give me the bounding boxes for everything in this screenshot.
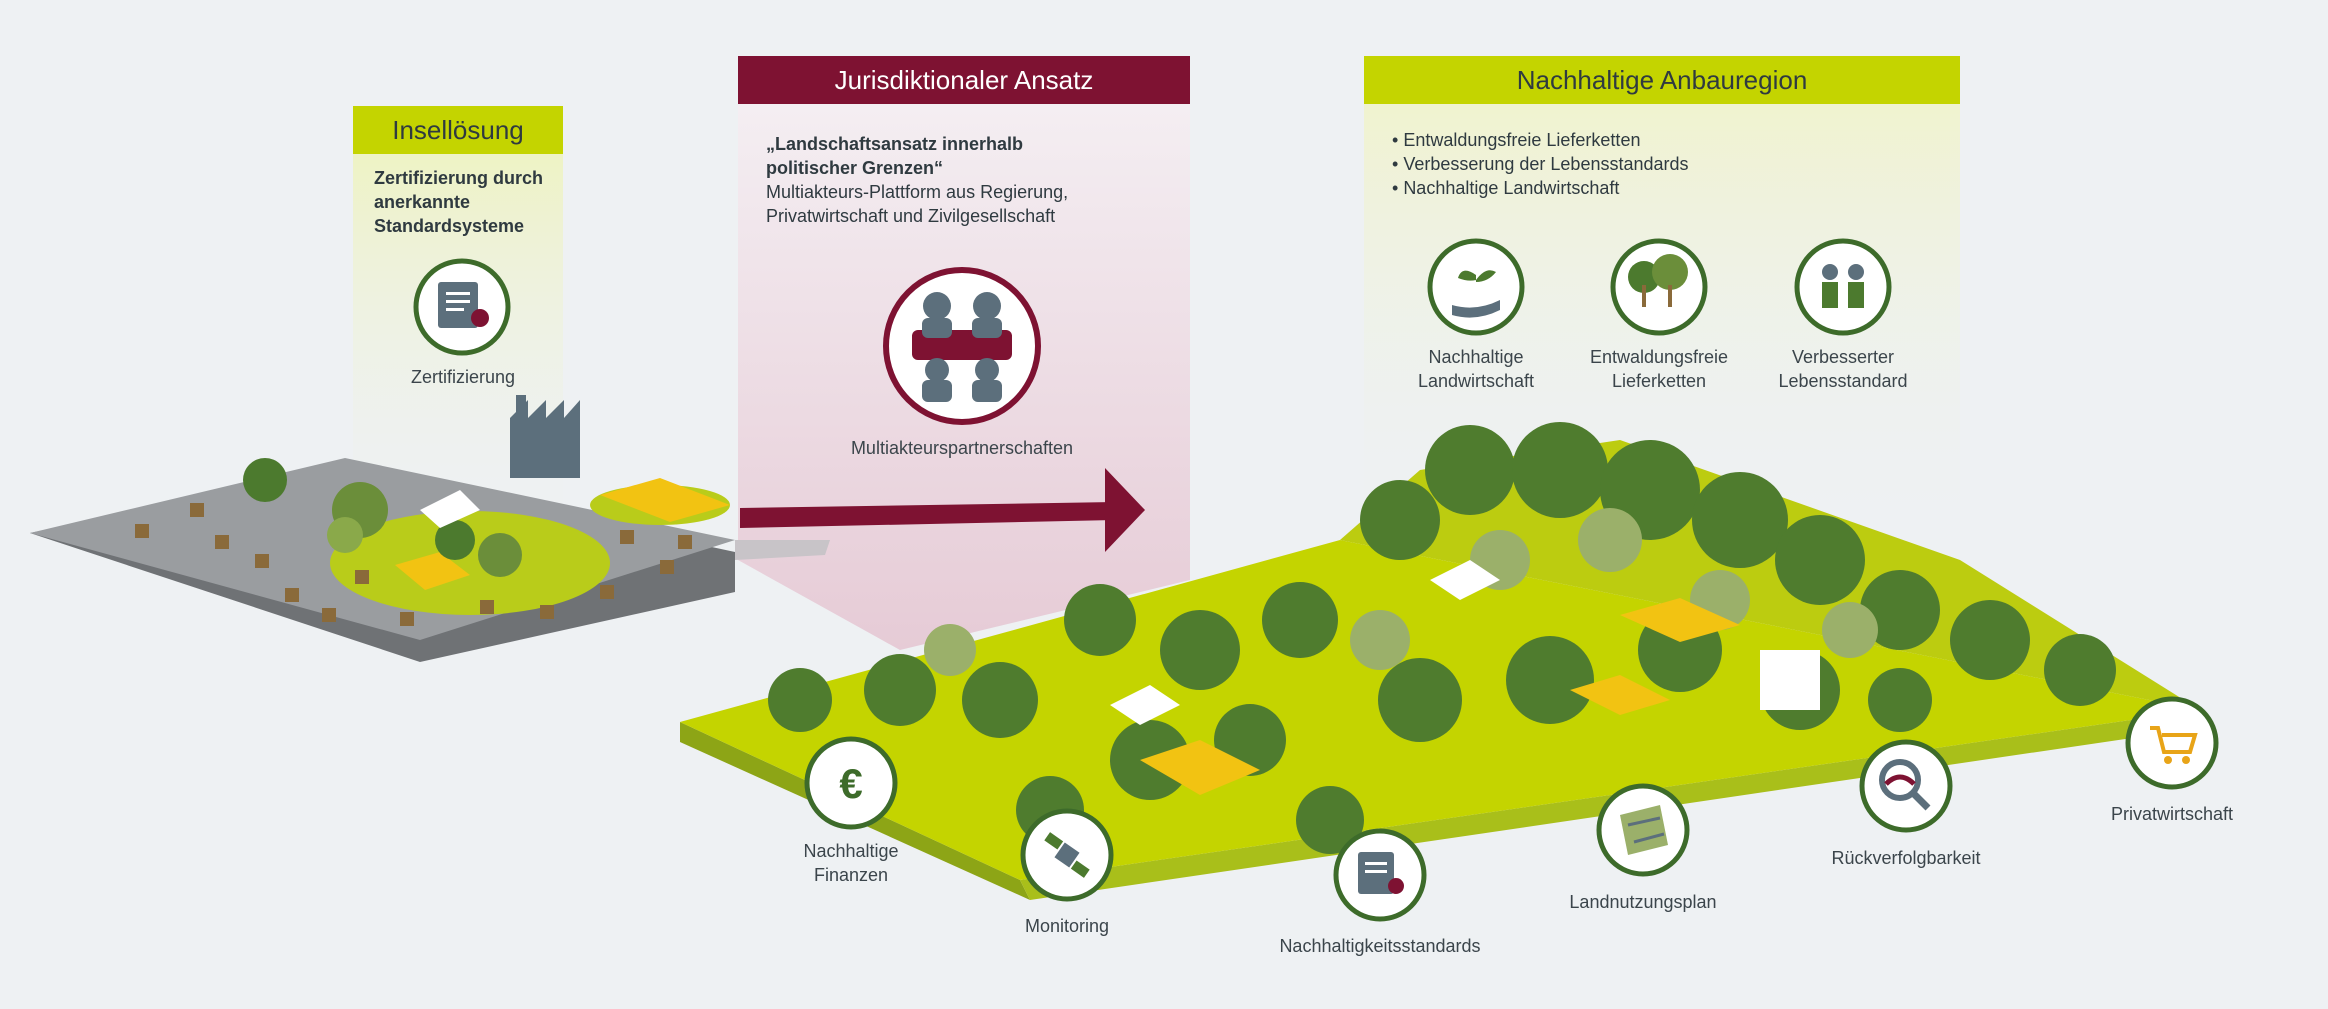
magnifier-icon (1859, 739, 1953, 833)
jur-icon-label: Multiakteurspartnerschaften (850, 438, 1074, 458)
jur-quote: „Landschaftsansatz innerhalb politischer… (766, 134, 1024, 178)
insel-text: Zertifizierung durch anerkannte Standard… (374, 168, 544, 236)
arrow-right (740, 468, 1145, 552)
landscape-label: Landnutzungsplan (1569, 892, 1717, 912)
forest-icon (1610, 238, 1708, 336)
factory-icon (510, 395, 580, 478)
landscape-label: Privatwirtschaft (2110, 804, 2234, 824)
crop-fields (1140, 598, 1740, 795)
region-icon-label: Verbesserter Lebensstandard (1778, 347, 1908, 391)
landscape-label: Monitoring (1024, 916, 1110, 936)
region-icon-label: Entwaldungsfreie Lieferketten (1589, 347, 1729, 391)
region-title: Nachhaltige Anbauregion (1364, 56, 1960, 104)
landscape-label: Nachhaltigkeitsstandards (1279, 936, 1481, 956)
certificate-icon (1333, 828, 1427, 922)
certificate-icon (413, 258, 511, 356)
region-bullet: Verbesserung der Lebensstandards (1392, 152, 1792, 176)
farmers-icon (1794, 238, 1892, 336)
region-icon-label: Nachhaltige Landwirtschaft (1417, 347, 1535, 391)
landscape-label: Rückverfolgbarkeit (1831, 848, 1981, 868)
forest-light (924, 508, 1878, 676)
shopping-cart-icon (2125, 696, 2219, 790)
region-bullet: Entwaldungsfreie Lieferketten (1392, 128, 1792, 152)
insel-title: Insellösung (353, 106, 563, 154)
svg-text:€: € (839, 760, 862, 807)
insel-icon-label: Zertifizierung (410, 367, 516, 387)
seedling-hand-icon (1427, 238, 1525, 336)
jur-title: Jurisdiktionaler Ansatz (738, 56, 1190, 104)
region-bullet: Nachhaltige Landwirtschaft (1392, 176, 1792, 200)
people-meeting-icon (883, 267, 1041, 425)
satellite-icon (1020, 808, 1114, 902)
jur-text: Multiakteurs-Plattform aus Regierung, Pr… (766, 182, 1069, 226)
forest (768, 422, 2116, 854)
wheat-field (395, 478, 730, 590)
map-icon (1596, 783, 1690, 877)
region-bullets: Entwaldungsfreie Lieferketten Verbesseru… (1392, 128, 1792, 200)
tree-stumps (135, 503, 692, 626)
landscape-label: Nachhaltige Finanzen (803, 841, 899, 885)
village (1110, 560, 1820, 725)
insel-trees (243, 458, 522, 577)
euro-icon: € (804, 736, 898, 830)
